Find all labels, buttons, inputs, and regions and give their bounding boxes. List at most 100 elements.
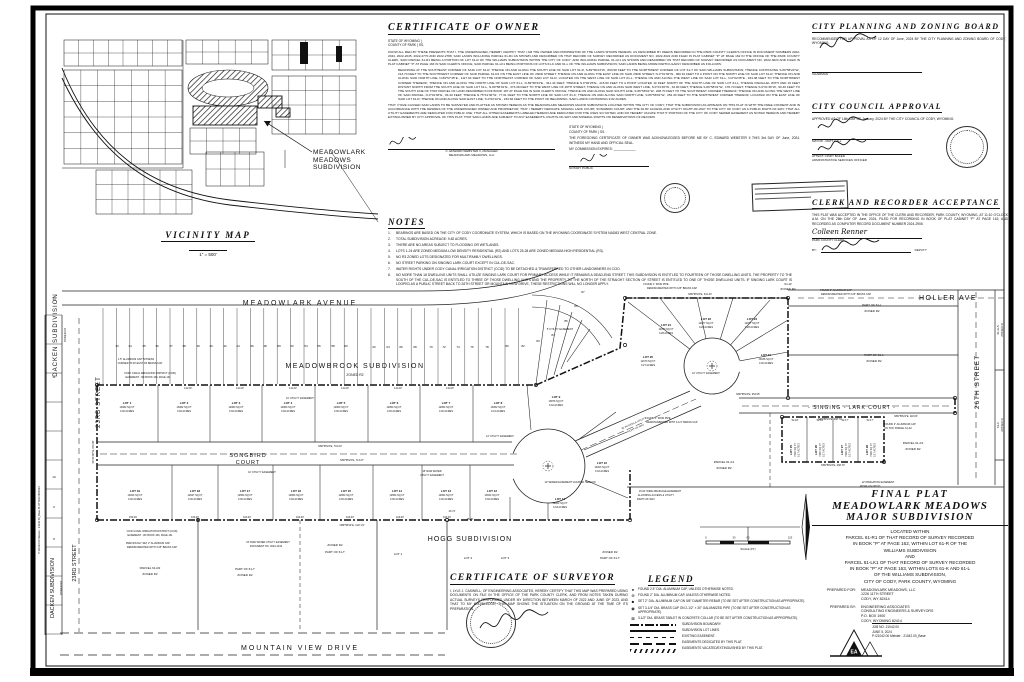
dimension-label: 111.00' (236, 387, 244, 390)
lot-sqft: 12947 SQ FT (187, 494, 202, 497)
margin-note: P:\21042.00 Meister - 21042.00_Base PLOT… (37, 486, 41, 554)
notes-title: NOTES (388, 217, 426, 229)
lot-number: 84 (551, 333, 555, 337)
area-label: PART OF 61-T (600, 556, 620, 560)
lot-name: LOT 14 (392, 489, 403, 493)
scale-tick: 0 (705, 536, 707, 540)
lot-acres: 0.28 ACRES (745, 326, 759, 329)
lot-acres: 0.32 ACRES (549, 404, 563, 407)
lot-acres: 0.30 ACRES (339, 498, 353, 501)
dimension-label: 52.17' (842, 419, 849, 422)
area-label: ZONED D2 (142, 572, 158, 576)
street-label: 26TH STREET (974, 355, 981, 409)
lot-acres: 0.30 ACRES (238, 498, 252, 501)
lot-acres: 0.30 ACRES (439, 498, 453, 501)
lot-number: 14 (52, 297, 56, 301)
street-label: ZONED R2 (59, 580, 63, 595)
monument-icon: ⊕ (631, 593, 635, 599)
owner-paragraph-1: KNOW ALL MEN BY THESE PRESENTS THAT I, T… (388, 49, 800, 67)
annotation: DOCUMENT NO. 2024-1014 (250, 545, 283, 548)
lot-name: LOT 21 (661, 323, 672, 327)
lot-acres: 0.30 ACRES (177, 410, 191, 413)
cul-de-sacs (512, 337, 740, 504)
dimension-label: 52.14' (817, 419, 824, 422)
area-label: 61-W (784, 282, 791, 286)
area-label: ZONED D2 (327, 543, 343, 547)
linetype-swatch (630, 648, 676, 653)
monument-icon: ◉ (631, 605, 635, 611)
lot-number: 54 (304, 344, 308, 348)
lot-number: 74 (456, 345, 460, 349)
dimension-label: 45.75' (467, 518, 474, 521)
lot-number: 82 (521, 344, 525, 348)
surveyor-title: CERTIFICATE OF SURVEYOR (450, 573, 616, 585)
annotation: FOUND 1" IRON PIPE (645, 417, 671, 420)
lot-number: 86 (574, 304, 578, 308)
annotation: RIGHT-OF-WAY (627, 423, 645, 433)
lot-sqft: 12077 SQ FT (698, 322, 713, 325)
linetype-swatch (630, 642, 676, 645)
lot-name: LOT 11 (555, 497, 565, 501)
area-label: PART OF 61-T (235, 567, 255, 571)
lot-number: 52 (290, 344, 294, 348)
legend-lines: SUBDIVISION BOUNDARY.SUBDIVISION LOT LIN… (628, 622, 808, 653)
annotation: 10' UTILITY EASEMENT (692, 372, 720, 375)
dimension-label: 111.00' (289, 387, 297, 390)
scale-tick: 60 (747, 536, 750, 540)
lot-sqft: 13024 SQ FT (484, 494, 499, 497)
lot-acres: 0.30 ACRES (229, 410, 243, 413)
annotation: 12' UTILITY EASEMENT (486, 435, 514, 438)
lot-acres: 0.30 ACRES (390, 498, 404, 501)
dimension-label: 104.00' (296, 516, 305, 519)
logo-text: EA (851, 650, 858, 656)
mayor-line: MAYOR - MATT HALL (812, 139, 842, 144)
notary-commission: MY COMMISSION EXPIRES: ____________ (569, 147, 636, 152)
area-label: LOT 3 (501, 556, 510, 560)
lot-number: 66 (399, 345, 403, 349)
lot-number: 40 (209, 344, 213, 348)
lot-acres: 0.30 ACRES (439, 410, 453, 413)
lot-name: LOT 17 (240, 489, 251, 493)
vicinity-map (61, 40, 379, 223)
lot-sqft: 13082 SQ FT (176, 406, 191, 409)
annotation: FOUND 1" IRON PIPE (643, 283, 669, 286)
annotation: 5' UTILITY EASEMENT (547, 328, 574, 331)
lot-sqft: 13082 SQ FT (119, 406, 134, 409)
city-council-section: CITY COUNCIL APPROVAL APPROVED AS OF 16t… (812, 96, 1006, 163)
street-label: MOUNTAIN VIEW DRIVE (241, 645, 359, 652)
lot-name: LOT 15 (341, 489, 352, 493)
lot-name: LOT 25 (789, 445, 793, 456)
annotation: REMONUMENTED WITH 3-1/4" BRASS CAP (646, 421, 697, 424)
linetype-swatch (630, 630, 676, 632)
lot-name: LOT 18 (190, 489, 201, 493)
lot-name: LOT 9 (552, 395, 561, 399)
annotation: MCWILLIN DITCH (860, 485, 881, 488)
lot-sqft: 12954 SQ FT (386, 406, 401, 409)
lot-number: 46 (250, 344, 254, 348)
lot-acres: 0.30 ACRES (334, 410, 348, 413)
lot-number: 72 (442, 345, 446, 349)
planning-board-section: CITY PLANNING AND ZONING BOARD RECOMMEND… (812, 16, 1006, 77)
lot-acres: 0.33 ACRES (553, 506, 567, 509)
surveyor-body: I, LYLE J. CASWELL, OF ENGINEERING ASSOC… (450, 589, 628, 611)
note-item: 3.THERE ARE NO AREAS SUBJECT TO FLOODING… (388, 243, 500, 247)
clerk-signature-name: Colleen Renner (812, 228, 867, 237)
dimension-label: N89°58'24"E, 713.07' (340, 459, 364, 462)
area-label: PARCEL 61-K1 (714, 460, 735, 464)
planning-chair-signature (819, 33, 877, 49)
note-item: 2.TOTAL SUBDIVISION ACREAGE: 9.82 ACRES. (388, 237, 468, 241)
area-label: PARCEL 61-R2 (140, 566, 161, 570)
street-label: SONGBIRD (229, 453, 266, 459)
dimension-label: N89°58'24"E, 1117.24' (340, 524, 365, 527)
lot-name: LOT 10 (597, 461, 608, 465)
scale-label: SCALE (FT) (740, 547, 755, 551)
lot-number: 70 (429, 345, 433, 349)
legend-symbol-item: ⊠3-1/2" DIA. BRASS TABLET IN CONCRETE CO… (628, 616, 808, 621)
state-county: STATE OF WYOMING ) COUNTY OF PARK ) SS. (388, 39, 425, 48)
area-label: LOT 2 (464, 556, 473, 560)
lot-sqft: 7216 SQ FT (794, 443, 797, 457)
lot-sqft: 12954 SQ FT (338, 494, 353, 497)
lot-number: 10 (52, 475, 56, 479)
annotation: 15.00' WIDE DRAINAGE EASEMENT (639, 490, 682, 493)
note-item: 4.LOTS 1-24 ARE ZONED MEDIUM-LOW DENSITY… (388, 249, 604, 253)
